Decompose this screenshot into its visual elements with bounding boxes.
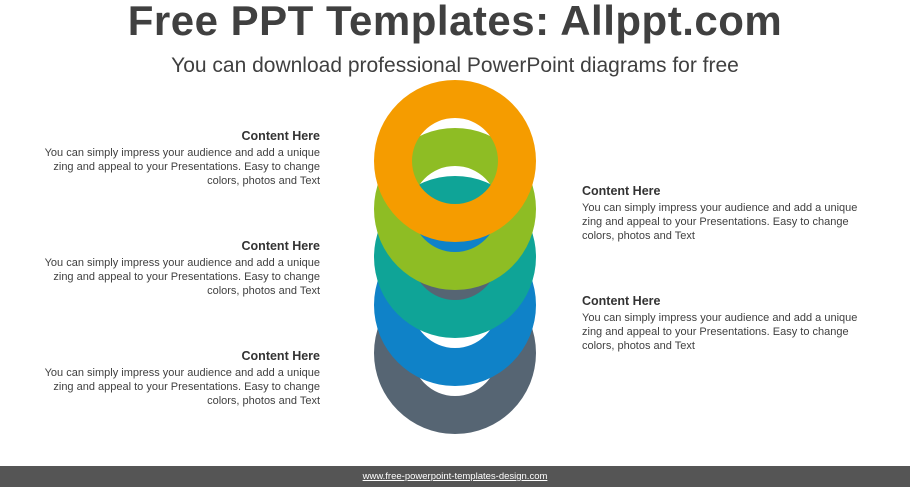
footer-link[interactable]: www.free-powerpoint-templates-design.com (362, 471, 548, 482)
page-subtitle: You can download professional PowerPoint… (171, 54, 739, 77)
content-body: You can simply impress your audience and… (44, 367, 320, 407)
page-title: Free PPT Templates: Allppt.com (127, 0, 783, 44)
content-heading: Content Here (241, 129, 320, 143)
content-body: You can simply impress your audience and… (582, 312, 858, 352)
content-heading: Content Here (582, 294, 661, 308)
content-block-left-top: Content Here You can simply impress your… (30, 128, 320, 188)
footer-bar: www.free-powerpoint-templates-design.com (0, 466, 910, 487)
content-block-left-middle: Content Here You can simply impress your… (30, 238, 320, 298)
ring-4 (374, 128, 536, 290)
content-body: You can simply impress your audience and… (44, 147, 320, 187)
content-block-left-bottom: Content Here You can simply impress your… (30, 348, 320, 408)
content-body: You can simply impress your audience and… (582, 202, 858, 242)
content-block-right-top: Content Here You can simply impress your… (582, 183, 872, 243)
content-heading: Content Here (241, 239, 320, 253)
content-heading: Content Here (582, 184, 661, 198)
content-block-right-bottom: Content Here You can simply impress your… (582, 293, 872, 353)
ring-5 (374, 80, 536, 242)
content-body: You can simply impress your audience and… (44, 257, 320, 297)
content-heading: Content Here (241, 349, 320, 363)
stacked-rings-diagram (374, 80, 536, 434)
